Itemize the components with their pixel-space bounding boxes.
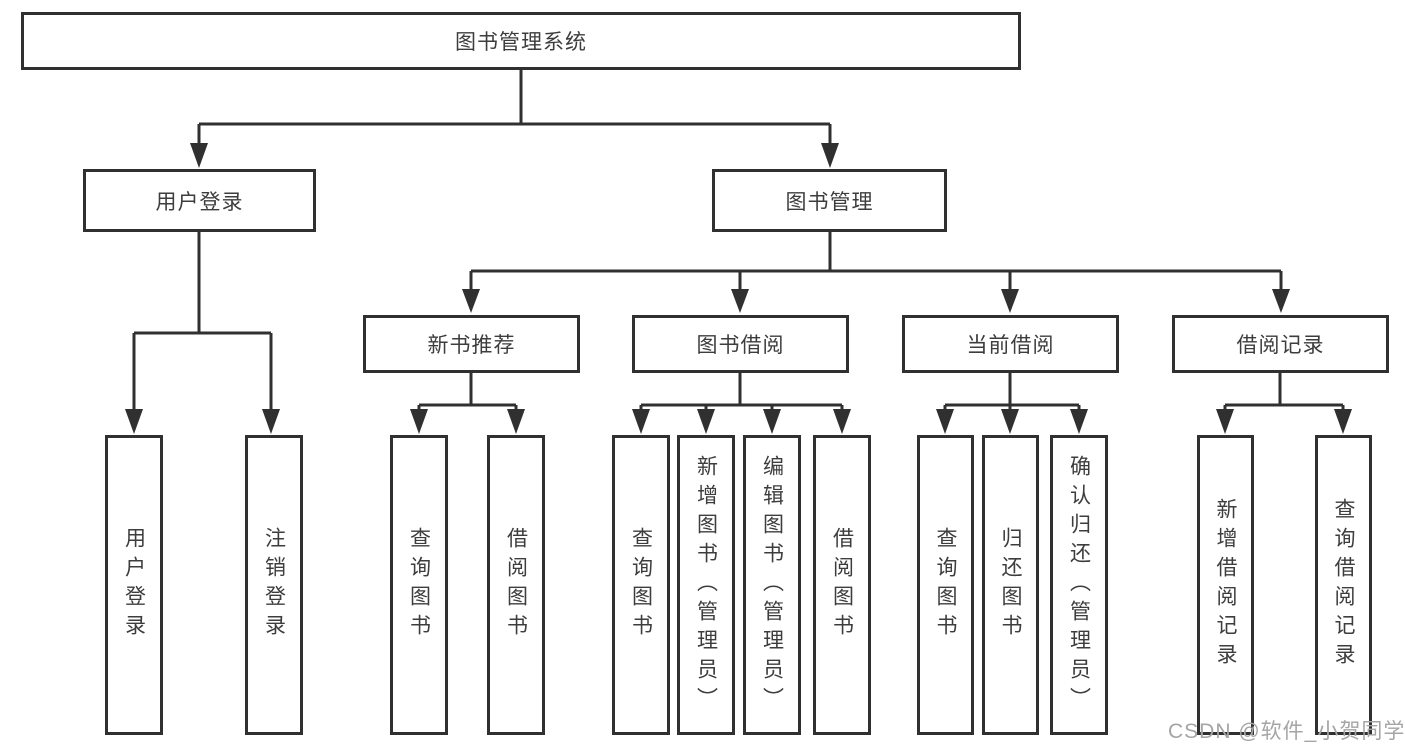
- leaf-label: 新增借阅记录: [1214, 498, 1237, 672]
- leaf-borrow-query-books: 查询图书: [612, 435, 670, 735]
- node-borrowing-records: 借阅记录: [1172, 315, 1389, 373]
- node-new-book-recommendation: 新书推荐: [363, 315, 580, 373]
- leaf-label: 编辑图书（管理员）: [760, 454, 784, 716]
- leaf-label: 查询图书: [934, 527, 957, 643]
- leaf-label: 借阅图书: [504, 527, 528, 643]
- node-book-borrowing: 图书借阅: [632, 315, 849, 373]
- leaf-current-query-books: 查询图书: [917, 435, 974, 735]
- leaf-label: 注销登录: [262, 527, 286, 643]
- leaf-borrow-add-books-admin: 新增图书（管理员）: [677, 435, 735, 735]
- leaf-records-add-record: 新增借阅记录: [1197, 435, 1254, 735]
- leaf-label: 借阅图书: [830, 527, 854, 643]
- leaf-newbooks-query-books: 查询图书: [390, 435, 448, 735]
- leaf-label: 查询图书: [407, 527, 431, 643]
- leaf-current-return-books: 归还图书: [982, 435, 1039, 735]
- node-library-system: 图书管理系统: [21, 12, 1021, 70]
- node-user-login: 用户登录: [83, 169, 316, 232]
- leaf-logout: 注销登录: [245, 435, 303, 735]
- leaf-label: 查询图书: [629, 527, 653, 643]
- leaf-borrow-edit-books-admin: 编辑图书（管理员）: [743, 435, 801, 735]
- leaf-label: 新增图书（管理员）: [694, 454, 718, 716]
- leaf-records-query-record: 查询借阅记录: [1315, 435, 1372, 735]
- leaf-label: 用户登录: [122, 527, 146, 643]
- leaf-label: 确认归还（管理员）: [1067, 454, 1091, 716]
- csdn-watermark: CSDN @软件_小贺同学: [1168, 720, 1405, 743]
- node-book-management: 图书管理: [712, 169, 947, 232]
- arrowhead-icons: [125, 143, 1352, 434]
- node-current-borrowing: 当前借阅: [902, 315, 1119, 373]
- leaf-newbooks-borrow-books: 借阅图书: [487, 435, 545, 735]
- leaf-borrow-borrow-books: 借阅图书: [813, 435, 871, 735]
- leaf-label: 查询借阅记录: [1332, 498, 1355, 672]
- leaf-current-confirm-return-admin: 确认归还（管理员）: [1050, 435, 1108, 735]
- leaf-user-login: 用户登录: [105, 435, 163, 735]
- leaf-label: 归还图书: [999, 527, 1022, 643]
